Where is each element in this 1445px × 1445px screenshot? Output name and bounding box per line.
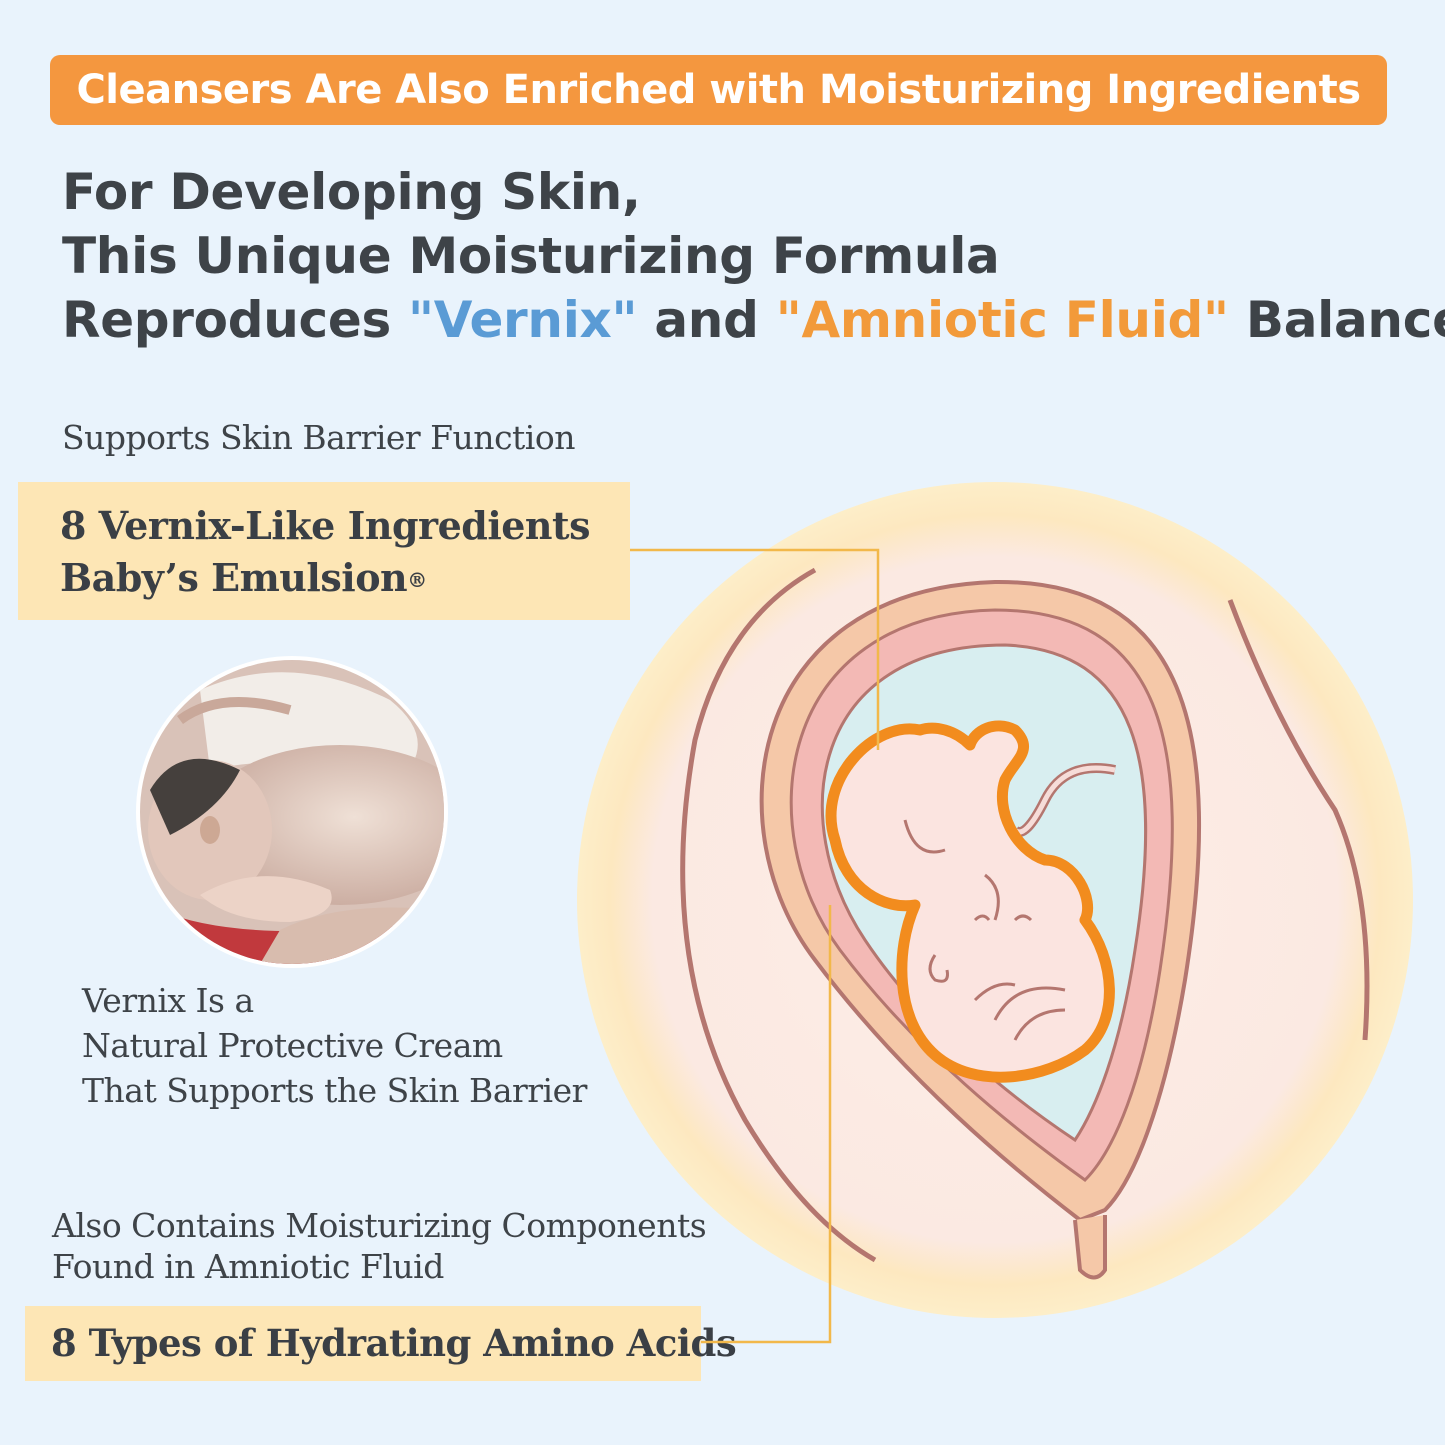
top-banner: Cleansers Are Also Enriched with Moistur… [50,55,1387,125]
newborn-photo [140,660,444,964]
amniotic-heading-line-2: Found in Amniotic Fluid [52,1247,444,1286]
vernix-box-line-2: Baby’s Emulsion® [60,552,630,604]
newborn-illustration [140,660,444,964]
headline-prefix: Reproduces [62,291,409,349]
vernix-caption: Vernix Is a Natural Protective Cream Tha… [82,978,587,1113]
headline-line-2: This Unique Moisturizing Formula [62,227,1000,285]
amniotic-heading: Also Contains Moisturizing Components Fo… [52,1205,707,1287]
amniotic-connector [701,905,832,1344]
caption-line-1: Vernix Is a [82,981,254,1020]
womb-diagram [577,482,1413,1318]
emulsion-label: Baby’s Emulsion [60,555,408,600]
caption-line-3: That Supports the Skin Barrier [82,1071,587,1110]
amniotic-highlight: "Amniotic Fluid" [775,291,1229,349]
headline-suffix: Balance [1228,291,1445,349]
headline: For Developing Skin, This Unique Moistur… [62,160,1445,352]
caption-line-2: Natural Protective Cream [82,1026,503,1065]
vernix-box-line-1: 8 Vernix-Like Ingredients [60,503,591,548]
headline-and: and [637,291,776,349]
vernix-ingredients-box: 8 Vernix-Like Ingredients Baby’s Emulsio… [18,482,630,620]
amniotic-heading-line-1: Also Contains Moisturizing Components [52,1206,707,1245]
headline-line-3: Reproduces "Vernix" and "Amniotic Fluid"… [62,288,1445,352]
registered-mark: ® [407,568,427,592]
vernix-connector [630,548,880,750]
barrier-heading: Supports Skin Barrier Function [62,418,575,457]
vernix-highlight: "Vernix" [408,291,638,349]
headline-line-1: For Developing Skin, [62,163,641,221]
amino-acids-box: 8 Types of Hydrating Amino Acids [25,1306,737,1381]
